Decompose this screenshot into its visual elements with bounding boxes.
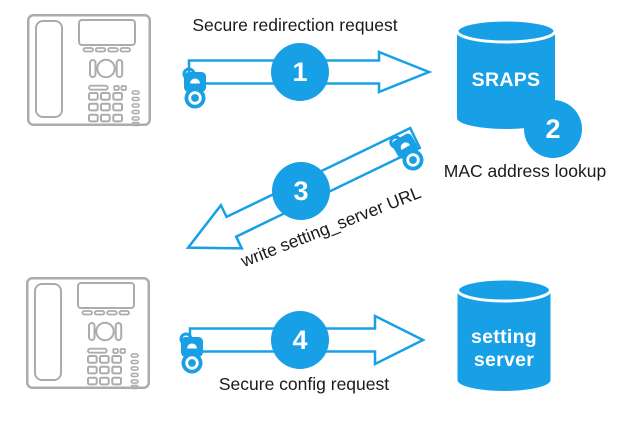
ip-phone-icon-top [27, 14, 151, 127]
step-badge-3: 3 [272, 162, 330, 220]
step-badge-1: 1 [271, 43, 329, 101]
step-badge-2: 2 [524, 100, 582, 158]
step2-label: MAC address lookup [443, 161, 607, 181]
padlock-icon-step4 [179, 332, 205, 375]
database-cylinder-icon-setting-server [456, 277, 552, 391]
padlock-icon-step1 [182, 67, 208, 110]
setting-server-label: setting server [444, 326, 564, 372]
step-badge-4: 4 [271, 311, 329, 369]
ip-phone-icon-bottom [26, 277, 150, 390]
setting-server-label-line1: setting [470, 326, 538, 348]
step1-label: Secure redirection request [192, 15, 398, 35]
step4-label: Secure config request [218, 374, 390, 394]
setting-server-label-line2: server [473, 349, 535, 371]
database-cylinder-icon-sraps [455, 18, 557, 129]
sraps-label: SRAPS [471, 69, 541, 91]
